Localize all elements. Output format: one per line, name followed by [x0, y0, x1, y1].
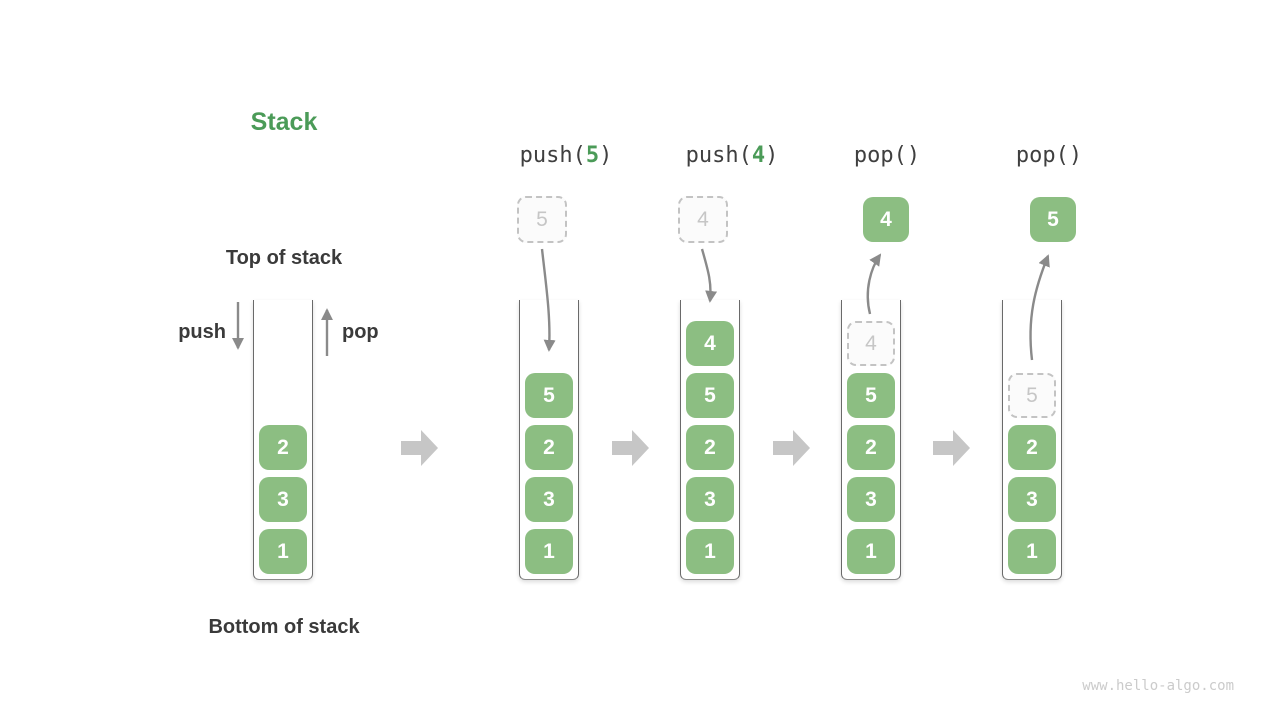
op-label-push-5: push(5) — [476, 143, 656, 168]
stack-item: 1 — [259, 529, 307, 574]
stack-item: 2 — [259, 425, 307, 470]
stack-item: 5 — [686, 373, 734, 418]
op-arg: 4 — [751, 143, 766, 168]
stack-item: 1 — [525, 529, 573, 574]
stack-item: 5 — [847, 373, 895, 418]
op-label-push-4: push(4) — [642, 143, 822, 168]
step-arrow-icon — [933, 430, 970, 466]
stack-well-after-push-4 — [680, 300, 740, 580]
op-text: ) — [599, 143, 613, 168]
stack-item: 1 — [1008, 529, 1056, 574]
popped-value-box: 4 — [863, 197, 909, 242]
stack-item: 1 — [686, 529, 734, 574]
popped-value-box: 5 — [1030, 197, 1076, 242]
stack-item: 2 — [525, 425, 573, 470]
stack-well-after-push-5 — [519, 300, 579, 580]
incoming-value-box: 5 — [517, 196, 567, 243]
incoming-value-box: 4 — [678, 196, 728, 243]
stack-item: 2 — [847, 425, 895, 470]
diagram-title: Stack — [250, 108, 318, 136]
watermark: www.hello-algo.com — [1082, 678, 1234, 694]
removed-slot-box: 5 — [1008, 373, 1056, 418]
stack-item: 4 — [686, 321, 734, 366]
stack-well-after-pop-5 — [1002, 300, 1062, 580]
step-arrow-icon — [401, 430, 438, 466]
push-label: push — [178, 321, 226, 343]
op-text: pop() — [853, 143, 921, 168]
stack-item: 3 — [686, 477, 734, 522]
op-label-pop-2: pop() — [959, 143, 1139, 168]
op-text: push( — [685, 143, 752, 168]
stack-item: 3 — [847, 477, 895, 522]
op-text: push( — [519, 143, 586, 168]
stack-item: 2 — [1008, 425, 1056, 470]
top-of-stack-label: Top of stack — [225, 247, 343, 269]
push-4-flow-arrow-icon — [700, 248, 718, 303]
removed-slot-box: 4 — [847, 321, 895, 366]
stack-item: 1 — [847, 529, 895, 574]
stack-item: 2 — [686, 425, 734, 470]
step-arrow-icon — [612, 430, 649, 466]
stack-item: 3 — [259, 477, 307, 522]
stack-item: 5 — [525, 373, 573, 418]
stack-item: 3 — [1008, 477, 1056, 522]
pop-label: pop — [342, 321, 379, 343]
op-arg: 5 — [585, 143, 600, 168]
stack-well-after-pop-4 — [841, 300, 901, 580]
step-arrow-icon — [773, 430, 810, 466]
stack-well-initial — [253, 300, 313, 580]
op-label-pop-1: pop() — [797, 143, 977, 168]
op-text: pop() — [1015, 143, 1083, 168]
bottom-of-stack-label: Bottom of stack — [208, 616, 360, 638]
op-text: ) — [765, 143, 779, 168]
stack-item: 3 — [525, 477, 573, 522]
